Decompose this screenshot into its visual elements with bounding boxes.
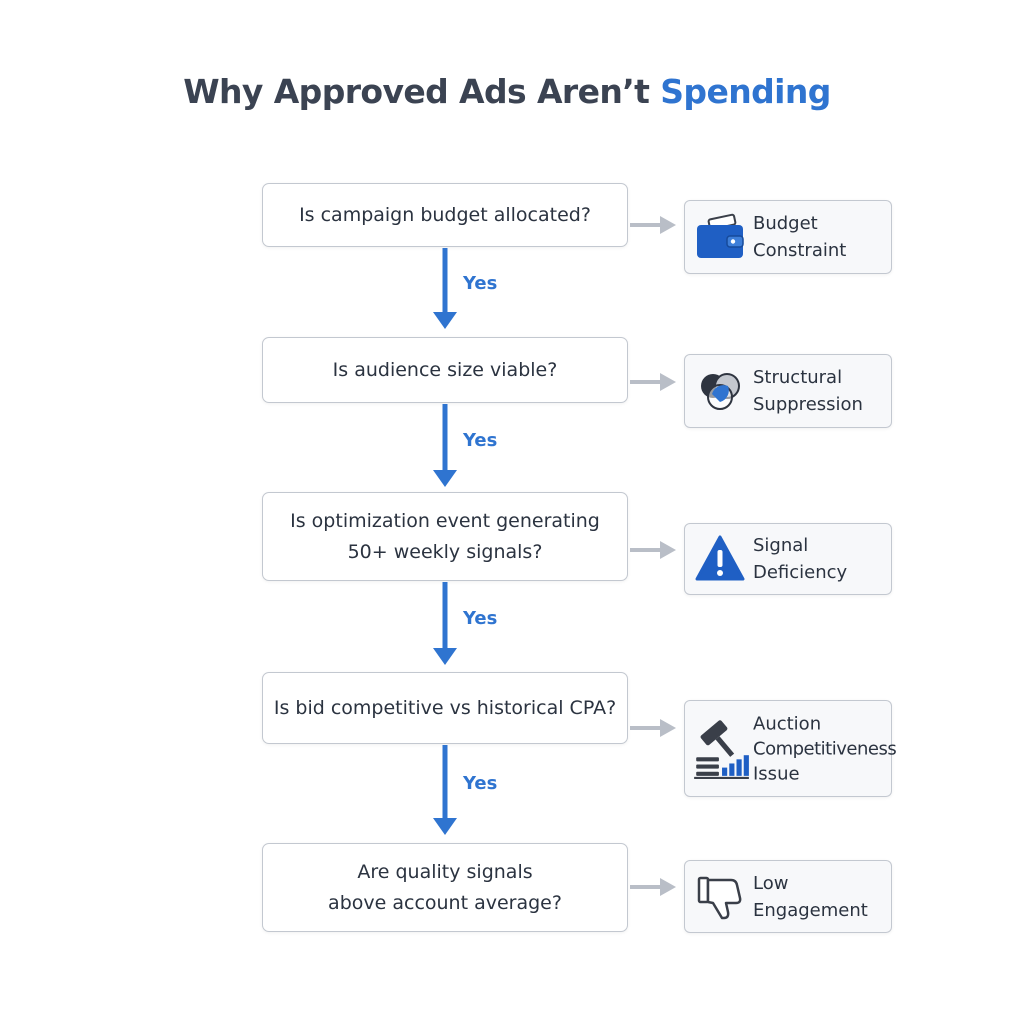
question-box-quality-signals: Are quality signals above account averag… — [262, 843, 628, 932]
warning-triangle-icon — [695, 535, 745, 581]
title-main: Why Approved Ads Aren’t — [183, 72, 650, 111]
overlapping-circles-icon — [701, 373, 740, 410]
yes-label: Yes — [463, 608, 498, 629]
yes-label: Yes — [463, 430, 498, 451]
question-box-budget: Is campaign budget allocated? — [262, 183, 628, 247]
outcome-box-low-engagement: Low Engagement — [684, 860, 892, 933]
question-box-optimization-event: Is optimization event generating 50+ wee… — [262, 492, 628, 581]
thumbs-down-icon — [697, 876, 742, 919]
outcome-label: Budget Constraint — [753, 213, 847, 261]
outcome-box-signal-deficiency: Signal Deficiency — [684, 523, 892, 595]
side-arrow — [630, 216, 676, 234]
outcome-label: Structural Suppression — [753, 367, 863, 415]
question-box-bid: Is bid competitive vs historical CPA? — [262, 672, 628, 744]
outcome-box-budget-constraint: Budget Constraint — [684, 200, 892, 274]
outcome-box-auction-competitiveness: Auction Competitiveness Issue — [684, 700, 897, 797]
question-text-line1: Is optimization event generating — [290, 509, 600, 532]
side-arrow — [630, 878, 676, 896]
question-text: Is audience size viable? — [332, 358, 558, 381]
outcome-box-structural-suppression: Structural Suppression — [684, 354, 892, 428]
down-arrow — [433, 404, 457, 487]
down-arrow — [433, 582, 457, 665]
side-arrow — [630, 541, 676, 559]
question-text-line2: above account average? — [328, 891, 562, 914]
outcome-label: Signal Deficiency — [753, 535, 848, 583]
diagram-title: Why Approved Ads Aren’t Spending — [0, 72, 1014, 111]
down-arrow — [433, 248, 457, 329]
yes-label: Yes — [463, 773, 498, 794]
gavel-chart-icon — [694, 719, 749, 779]
question-box-audience: Is audience size viable? — [262, 337, 628, 403]
side-arrow — [630, 719, 676, 737]
side-arrow — [630, 373, 676, 391]
question-text: Is bid competitive vs historical CPA? — [273, 696, 617, 719]
outcome-label: Low Engagement — [753, 872, 868, 921]
question-text-line2: 50+ weekly signals? — [347, 540, 543, 563]
down-arrow — [433, 745, 457, 835]
wallet-icon — [697, 213, 744, 258]
question-text-line1: Are quality signals — [357, 860, 533, 883]
title-accent: Spending — [660, 72, 831, 111]
outcome-label: Auction Competitiveness Issue — [753, 713, 897, 784]
question-text: Is campaign budget allocated? — [299, 203, 591, 226]
yes-label: Yes — [463, 273, 498, 294]
